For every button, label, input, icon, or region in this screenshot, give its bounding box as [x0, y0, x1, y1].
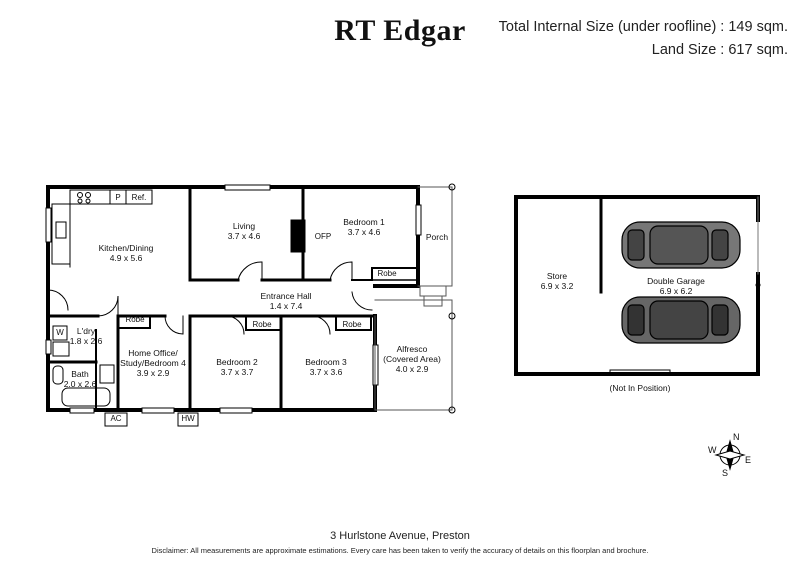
- porch-outline: [417, 186, 453, 287]
- room-alfresco: Alfresco (Covered Area) 4.0 x 2.9: [383, 344, 441, 374]
- door-swing-office: [164, 315, 184, 335]
- toilet: [52, 365, 64, 385]
- alfresco-outline: [374, 299, 453, 411]
- room-name: Double Garage: [647, 276, 705, 286]
- car-top: [621, 221, 741, 269]
- room-dims: 6.9 x 6.2: [659, 286, 693, 296]
- fridge-box: [125, 189, 153, 205]
- porch-steps: [419, 285, 447, 307]
- compass-rose: [714, 439, 746, 471]
- car-bottom: [621, 296, 741, 344]
- room-dims: 3.7 x 3.7: [220, 367, 254, 377]
- room-bath: Bath 2.0 x 2.6: [64, 369, 97, 389]
- door-swing-bed3: [311, 315, 331, 335]
- room-dims: 6.9 x 3.2: [540, 281, 574, 291]
- door-swing-living: [237, 261, 263, 281]
- room-bedroom-2: Bedroom 2 3.7 x 3.7: [216, 357, 258, 377]
- robe-bed3: [335, 315, 372, 331]
- window-laundry-left: [45, 339, 52, 355]
- room-name-line1: Home Office/: [128, 348, 178, 358]
- door-swing-kitchen: [47, 289, 69, 311]
- room-dims: 3.7 x 3.6: [309, 367, 343, 377]
- pantry-label: P: [115, 193, 121, 202]
- room-name: Bedroom 2: [216, 357, 258, 367]
- room-store: Store 6.9 x 3.2: [541, 271, 574, 291]
- window-bed2-bottom: [219, 407, 253, 414]
- vanity: [99, 364, 115, 384]
- robe-bed2-label: Robe: [252, 320, 272, 329]
- kitchen-bench-side: [51, 203, 71, 265]
- hw-label: HW: [181, 414, 195, 423]
- land-size: Land Size : 617 sqm.: [651, 42, 788, 58]
- room-dims: 1.8 x 2.6: [69, 336, 103, 346]
- window-living-top: [224, 184, 271, 191]
- door-swing-bed1: [329, 261, 353, 281]
- door-swing-laundry: [97, 295, 119, 317]
- robe-bed2: [245, 315, 282, 331]
- room-dims: 2.0 x 2.6: [63, 379, 97, 389]
- compass-s: S: [722, 468, 729, 478]
- ac-unit: [104, 412, 128, 427]
- robe-office-label: Robe: [125, 315, 145, 324]
- room-name-line2: Study/Bedroom 4: [120, 358, 186, 368]
- disclaimer: Disclaimer: All measurements are approxi…: [151, 546, 649, 555]
- room-name: Bedroom 1: [343, 217, 385, 227]
- room-name-line2: (Covered Area): [383, 354, 441, 364]
- laundry-trough: [52, 341, 70, 357]
- door-swing-entry: [351, 291, 373, 311]
- washer-label: W: [56, 328, 64, 337]
- room-dims: 3.9 x 2.9: [136, 368, 170, 378]
- washer-box: [52, 325, 68, 341]
- robe-bed1-label: Robe: [377, 269, 397, 278]
- robe-bed1: [371, 267, 419, 281]
- fireplace: [290, 219, 306, 253]
- robe-bed3-label: Robe: [342, 320, 362, 329]
- robe-office: [117, 315, 151, 329]
- room-entrance-hall: Entrance Hall 1.4 x 7.4: [260, 291, 311, 311]
- room-dims: 3.7 x 4.6: [347, 227, 381, 237]
- window-office-bottom: [141, 407, 175, 414]
- room-bedroom-3: Bedroom 3 3.7 x 3.6: [305, 357, 347, 377]
- room-dims: 3.7 x 4.6: [227, 231, 261, 241]
- sink: [55, 221, 67, 239]
- room-laundry: L'dry 1.8 x 2.6: [70, 326, 103, 346]
- room-home-office: Home Office/ Study/Bedroom 4 3.9 x 2.9: [120, 348, 186, 378]
- room-name: Living: [232, 221, 256, 231]
- total-internal-size: Total Internal Size (under roofline) : 1…: [498, 19, 788, 35]
- hw-unit: [177, 412, 199, 427]
- property-address: 3 Hurlstone Avenue, Preston: [330, 530, 470, 542]
- compass-e: E: [745, 455, 752, 465]
- window-bath-bottom: [69, 407, 95, 414]
- compass-w: W: [708, 445, 717, 455]
- room-double-garage: Double Garage 6.9 x 6.2: [647, 276, 705, 296]
- room-name: Bedroom 3: [305, 357, 347, 367]
- room-name: Bath: [71, 369, 89, 379]
- window-bed1-right: [415, 204, 422, 236]
- room-dims: 1.4 x 7.4: [269, 301, 303, 311]
- porch-label: Porch: [425, 232, 449, 242]
- garage-note: (Not In Position): [609, 383, 671, 393]
- room-name: Kitchen/Dining: [98, 243, 154, 253]
- room-dims: 4.9 x 5.6: [109, 253, 143, 263]
- ac-label: AC: [110, 414, 122, 423]
- room-dims: 4.0 x 2.9: [395, 364, 429, 374]
- ofp-label: OFP: [314, 232, 332, 241]
- room-name-line1: Alfresco: [396, 344, 428, 354]
- room-name: Store: [546, 271, 568, 281]
- compass-n: N: [733, 432, 740, 442]
- window-kitchen-left: [45, 207, 52, 243]
- room-living: Living 3.7 x 4.6: [228, 221, 261, 241]
- room-name: L'dry: [76, 326, 96, 336]
- door-swing-bed2: [225, 315, 245, 335]
- room-bedroom-1: Bedroom 1 3.7 x 4.6: [343, 217, 385, 237]
- room-kitchen-dining: Kitchen/Dining 4.9 x 5.6: [99, 243, 154, 263]
- brand-logo: RT Edgar: [334, 14, 466, 47]
- bathtub: [61, 387, 111, 407]
- room-name: Entrance Hall: [260, 291, 312, 301]
- fridge-label: Ref.: [131, 193, 147, 202]
